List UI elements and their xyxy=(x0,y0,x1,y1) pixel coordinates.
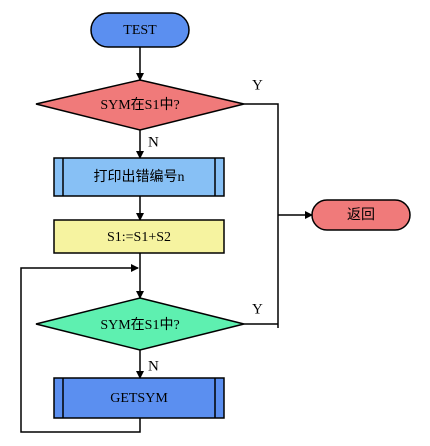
edge-decision1-yes xyxy=(244,103,279,328)
process-shape xyxy=(53,377,225,419)
terminator-shape xyxy=(90,12,190,48)
connectors xyxy=(20,47,313,433)
node-assign: S1:=S1+S2 xyxy=(53,219,225,254)
edge-label-d1-yes: Y xyxy=(252,77,263,93)
process-shape xyxy=(53,219,225,254)
edge-label-d2-no: N xyxy=(148,358,159,374)
edge-label-d1-no: N xyxy=(148,134,159,150)
edge-loop-back xyxy=(20,264,141,433)
node-decision2: SYM在S1中? xyxy=(35,297,245,351)
process-shape xyxy=(53,157,225,197)
assign-label: S1:=S1+S2 xyxy=(107,230,171,245)
decision-shape xyxy=(35,79,245,131)
getsym-label: GETSYM xyxy=(110,391,168,406)
decision1-label: SYM在S1中? xyxy=(100,97,179,113)
decision-shape xyxy=(35,297,245,351)
node-getsym: GETSYM xyxy=(53,377,225,419)
terminator-shape xyxy=(311,199,411,231)
node-return: 返回 xyxy=(311,199,411,231)
print-error-label: 打印出错编号n xyxy=(94,168,185,185)
node-print-error: 打印出错编号n xyxy=(53,157,225,197)
start-label: TEST xyxy=(123,23,157,38)
node-decision1: SYM在S1中? xyxy=(35,79,245,131)
decision2-label: SYM在S1中? xyxy=(100,317,179,333)
node-start: TEST xyxy=(90,12,190,48)
return-label: 返回 xyxy=(347,207,375,223)
edge-label-d2-yes: Y xyxy=(252,301,263,317)
